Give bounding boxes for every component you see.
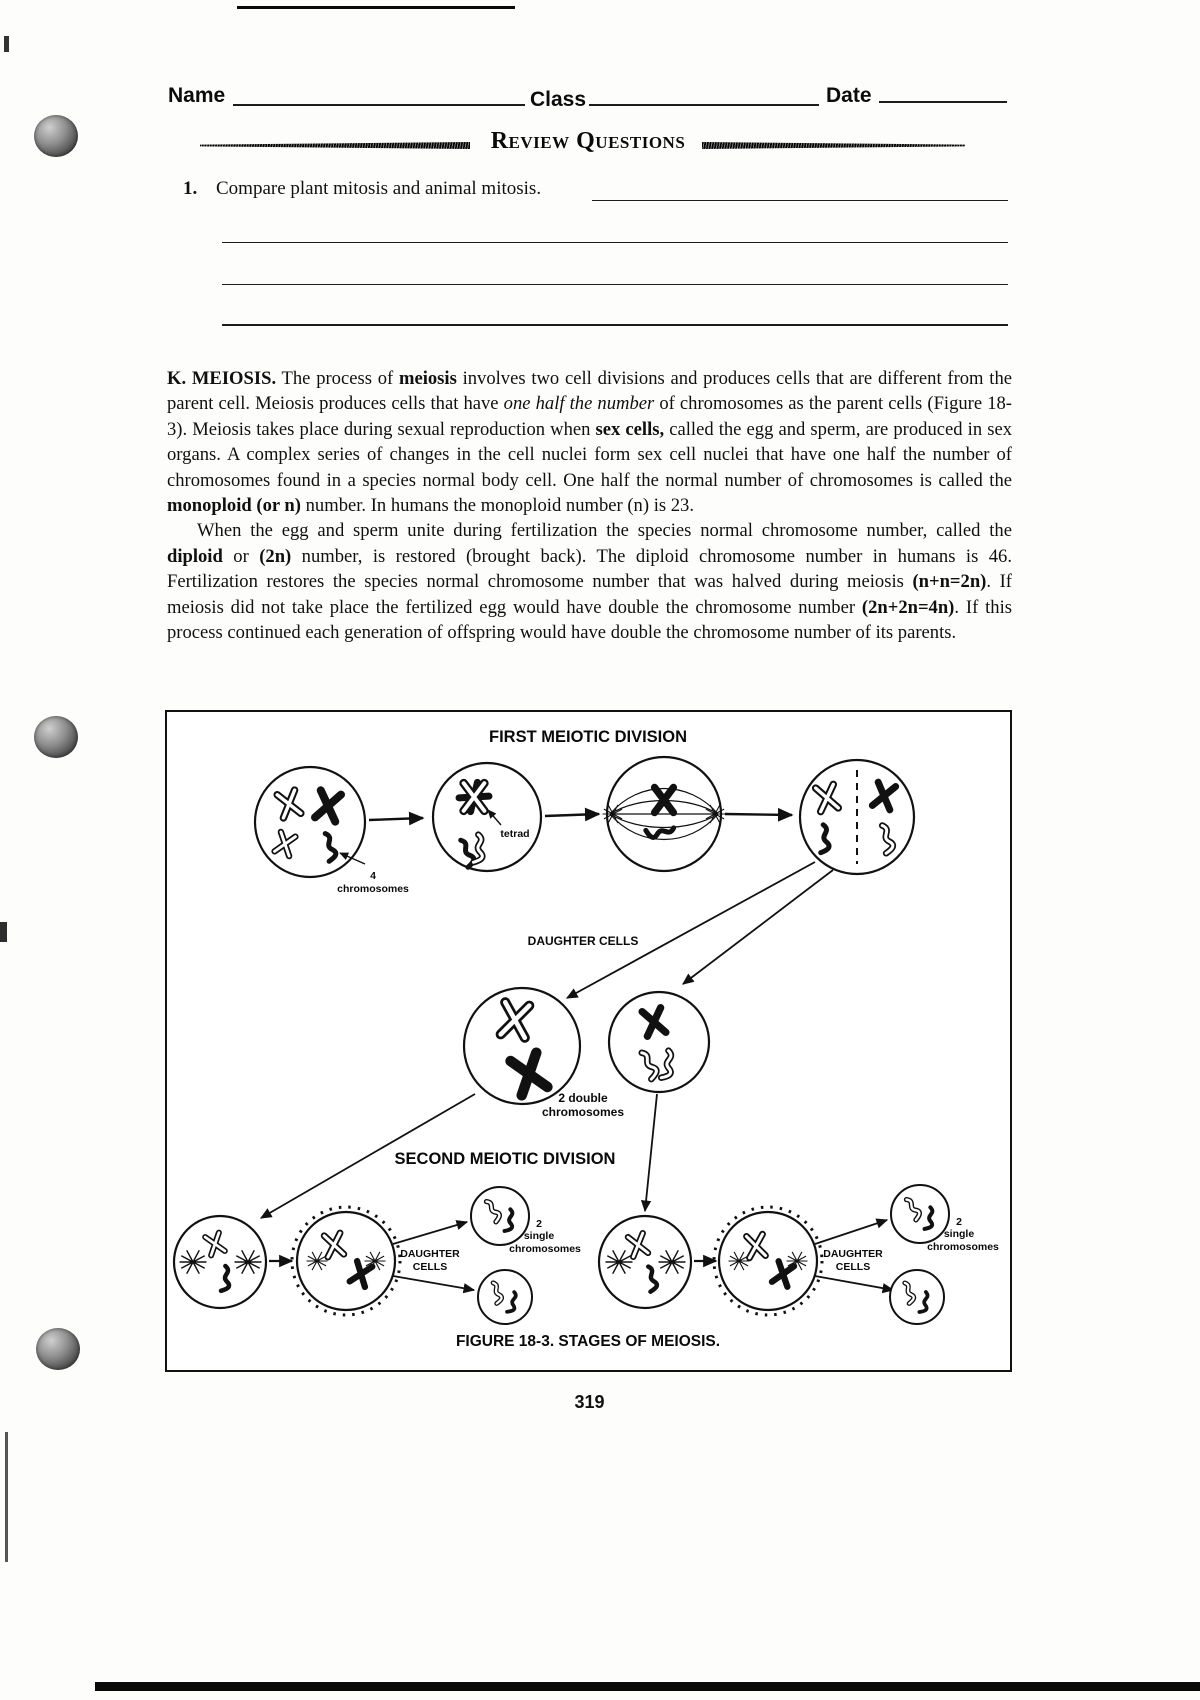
daughter-cell-right — [607, 990, 711, 1094]
answer-line — [592, 200, 1008, 201]
daughter-cells-label: DAUGHTER CELLS — [528, 934, 639, 948]
tetrad-label: tetrad — [500, 828, 529, 840]
single-label: single — [944, 1228, 975, 1240]
arrow-icon — [565, 861, 816, 999]
review-questions-title: Review Questions — [490, 128, 686, 154]
class-write-line — [589, 104, 819, 106]
arrow-icon — [640, 1093, 658, 1213]
first-division-title: FIRST MEIOTIC DIVISION — [489, 728, 687, 746]
page-number: 319 — [574, 1392, 605, 1412]
name-label: Name — [168, 84, 226, 107]
single-chromosomes-label: chromosomes — [509, 1243, 581, 1255]
arrow-icon — [392, 1220, 469, 1245]
figure-18-3: FIRST MEIOTIC DIVISION SECOND MEIOTIC DI… — [165, 710, 1012, 1372]
class-label: Class — [530, 88, 587, 111]
scan-artifact-bottom-bar — [95, 1682, 1200, 1691]
cell-anaphase-1 — [798, 758, 916, 876]
gamete-cell-right-top — [890, 1184, 950, 1244]
arrow-icon — [339, 852, 366, 865]
cell-metaphase-2-right — [712, 1205, 824, 1317]
scan-artifact-edge-mark — [0, 922, 7, 942]
two-label: 2 — [956, 1216, 962, 1228]
two-double-chromosomes-label: chromosomes — [542, 1105, 624, 1119]
single-chromosomes-label: chromosomes — [927, 1241, 999, 1253]
figure-caption: FIGURE 18-3. STAGES OF MEIOSIS. — [456, 1333, 720, 1350]
arrow-icon — [487, 809, 502, 826]
cells-label: CELLS — [413, 1261, 447, 1273]
section-k-body: K. MEIOSIS. The process of meiosis invol… — [167, 366, 1012, 645]
daughter-label: DAUGHTER — [400, 1248, 460, 1260]
single-label: single — [524, 1230, 555, 1242]
hole-punch — [34, 716, 78, 758]
daughter-label: DAUGHTER — [823, 1248, 883, 1260]
question-1-number: 1. — [183, 178, 198, 199]
arrow-icon — [368, 811, 425, 826]
arrow-icon — [392, 1275, 476, 1294]
arrow-icon — [724, 807, 794, 822]
question-1-text: Compare plant mitosis and animal mitosis… — [216, 178, 542, 199]
four-label: 4 — [370, 870, 376, 882]
hole-punch — [34, 115, 78, 157]
date-write-line — [879, 101, 1007, 103]
gamete-cell-left-bottom — [477, 1269, 533, 1325]
second-division-title: SECOND MEIOTIC DIVISION — [395, 1150, 616, 1168]
cell-metaphase-1 — [601, 755, 727, 873]
arrow-icon — [814, 1275, 895, 1294]
cell-prophase-2-right — [597, 1214, 693, 1310]
name-write-line — [233, 104, 525, 106]
four-chromosomes-label-group: 4 chromosomes — [337, 852, 409, 895]
arrow-icon — [259, 1093, 476, 1219]
answer-line — [222, 242, 1008, 243]
cell-prophase-1 — [253, 765, 367, 879]
daughter-cell-left — [462, 986, 582, 1106]
meiosis-paragraph-2: When the egg and sperm unite during fert… — [167, 520, 1012, 644]
chromosomes-label: chromosomes — [337, 883, 409, 895]
scan-artifact-edge-mark — [4, 36, 9, 52]
gamete-cell-right-bottom — [889, 1269, 945, 1325]
scan-artifact-top-line — [237, 6, 515, 9]
two-label: 2 — [536, 1218, 542, 1230]
cell-prophase-2-left — [172, 1214, 268, 1310]
cell-tetrad: tetrad — [431, 761, 543, 873]
date-label: Date — [826, 84, 872, 107]
arrow-icon — [682, 869, 834, 985]
arrow-icon — [544, 807, 601, 822]
answer-line — [222, 324, 1008, 326]
answer-line — [222, 284, 1008, 285]
arrow-icon — [814, 1218, 889, 1245]
hole-punch — [36, 1328, 80, 1370]
two-double-chromosomes-label: 2 double — [558, 1091, 608, 1105]
gamete-cell-left-top — [470, 1186, 530, 1246]
cell-metaphase-2-left — [290, 1205, 402, 1317]
decorative-rule-left — [200, 142, 470, 149]
scan-artifact-edge-mark — [5, 1432, 8, 1562]
meiosis-paragraph-1: K. MEIOSIS. The process of meiosis invol… — [167, 368, 1012, 517]
decorative-rule-right — [702, 142, 965, 149]
cells-label: CELLS — [836, 1261, 870, 1273]
meiosis-figure-svg: FIRST MEIOTIC DIVISION SECOND MEIOTIC DI… — [172, 728, 999, 1350]
